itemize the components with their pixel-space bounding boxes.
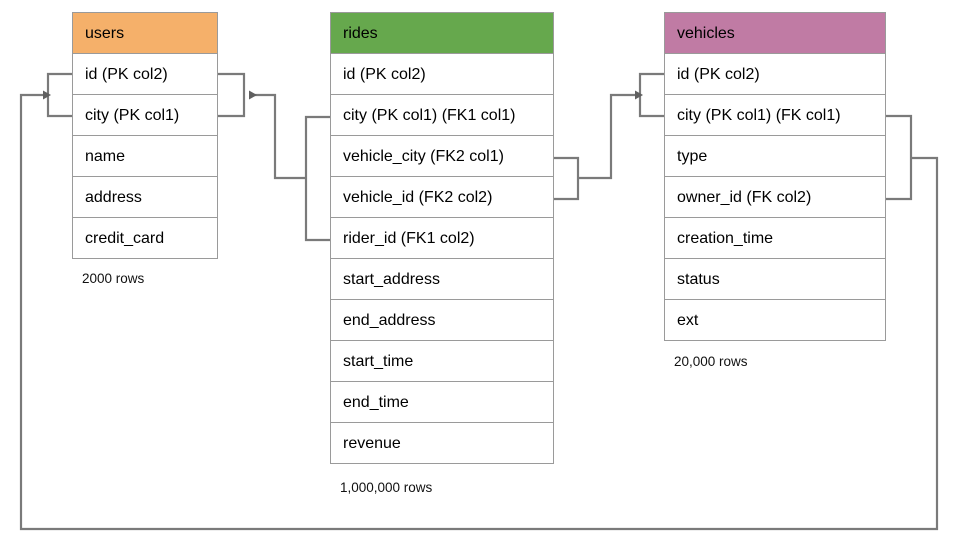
edge-rides-to-vehicles [578, 90, 643, 180]
field-rides-city[interactable]: city (PK col1) (FK1 col1) [331, 95, 553, 136]
row-count-vehicles: 20,000 rows [674, 354, 748, 369]
field-rides-id[interactable]: id (PK col2) [331, 54, 553, 95]
edge-rides-left-bracket [304, 115, 330, 242]
field-users-name[interactable]: name [73, 136, 217, 177]
row-count-rides: 1,000,000 rows [340, 480, 433, 495]
edge-vehicles-right-bracket [886, 114, 913, 201]
field-vehicles-ext[interactable]: ext [665, 300, 885, 341]
field-rides-end-address[interactable]: end_address [331, 300, 553, 341]
entity-rides[interactable]: rides id (PK col2) city (PK col1) (FK1 c… [330, 12, 554, 464]
field-rides-end-time[interactable]: end_time [331, 382, 553, 423]
edge-users-left-bracket [46, 72, 72, 118]
edge-vehicles-left-bracket [638, 72, 664, 118]
edge-rides-right-bracket [554, 156, 580, 201]
field-vehicles-status[interactable]: status [665, 259, 885, 300]
entity-rides-header: rides [331, 13, 553, 54]
entity-users[interactable]: users id (PK col2) city (PK col1) name a… [72, 12, 218, 259]
field-users-city[interactable]: city (PK col1) [73, 95, 217, 136]
field-vehicles-owner-id[interactable]: owner_id (FK col2) [665, 177, 885, 218]
entity-vehicles[interactable]: vehicles id (PK col2) city (PK col1) (FK… [664, 12, 886, 341]
edge-users-right-bracket [218, 72, 246, 118]
field-rides-start-time[interactable]: start_time [331, 341, 553, 382]
field-vehicles-creation-time[interactable]: creation_time [665, 218, 885, 259]
entity-users-header: users [73, 13, 217, 54]
field-rides-vehicle-id[interactable]: vehicle_id (FK2 col2) [331, 177, 553, 218]
field-rides-revenue[interactable]: revenue [331, 423, 553, 464]
row-count-users: 2000 rows [82, 271, 145, 286]
field-rides-start-address[interactable]: start_address [331, 259, 553, 300]
field-rides-rider-id[interactable]: rider_id (FK1 col2) [331, 218, 553, 259]
entity-vehicles-header: vehicles [665, 13, 885, 54]
field-users-credit-card[interactable]: credit_card [73, 218, 217, 259]
field-rides-vehicle-city[interactable]: vehicle_city (FK2 col1) [331, 136, 553, 177]
field-users-address[interactable]: address [73, 177, 217, 218]
field-vehicles-id[interactable]: id (PK col2) [665, 54, 885, 95]
field-vehicles-type[interactable]: type [665, 136, 885, 177]
edge-rides-to-users [249, 90, 306, 180]
field-users-id[interactable]: id (PK col2) [73, 54, 217, 95]
field-vehicles-city[interactable]: city (PK col1) (FK col1) [665, 95, 885, 136]
